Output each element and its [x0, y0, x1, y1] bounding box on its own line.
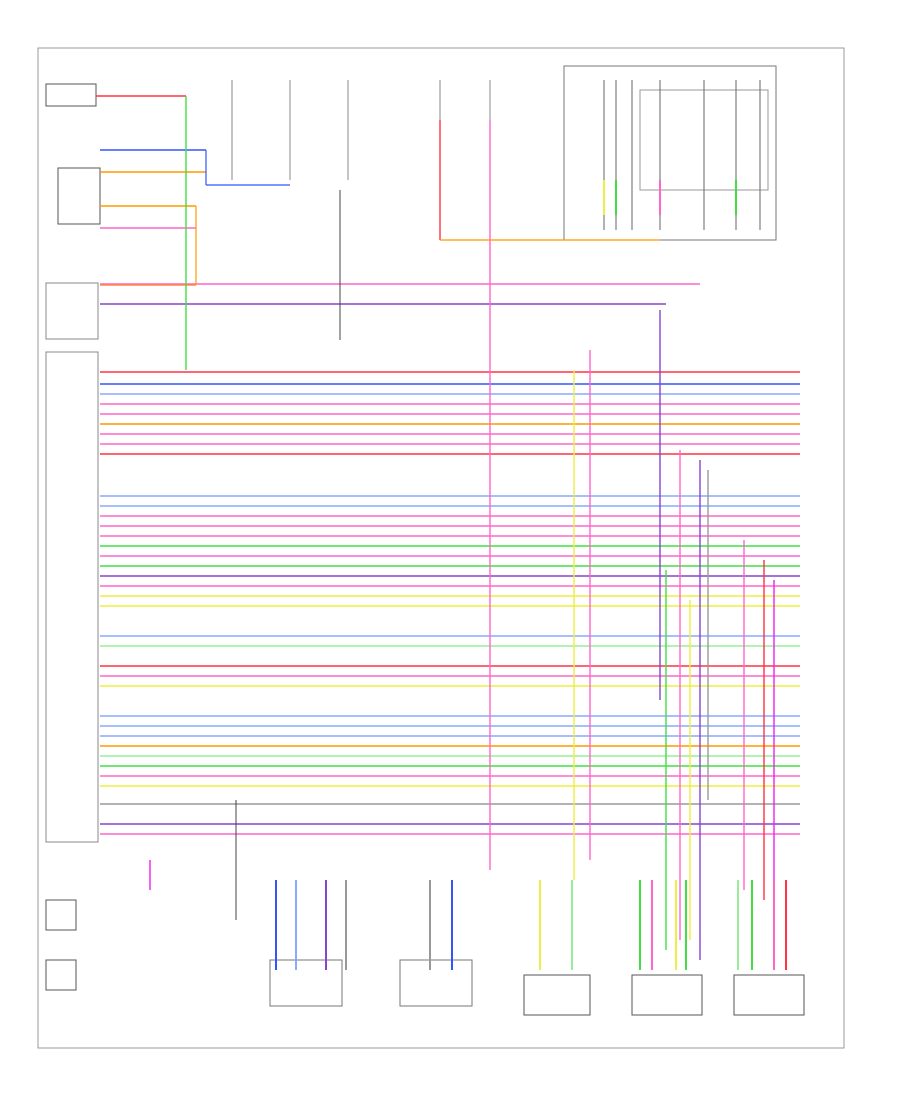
diagram-border	[37, 47, 845, 1049]
component-box-4	[631, 974, 703, 1016]
ecm-module-box	[45, 351, 99, 843]
component-box-5	[733, 974, 805, 1016]
component-box-1	[269, 959, 343, 1007]
relay-box	[563, 65, 777, 241]
component-box-3	[523, 974, 591, 1016]
wires-group	[96, 95, 800, 835]
bottom-left-sensor	[45, 899, 77, 931]
ecm-connector-box	[45, 282, 99, 340]
component-box-2	[399, 959, 473, 1007]
bottom-left-sensor-2	[45, 959, 77, 991]
vertical-wires-group	[149, 80, 787, 970]
top-left-sensor-1	[45, 83, 97, 107]
top-left-sensor-2	[57, 167, 101, 225]
